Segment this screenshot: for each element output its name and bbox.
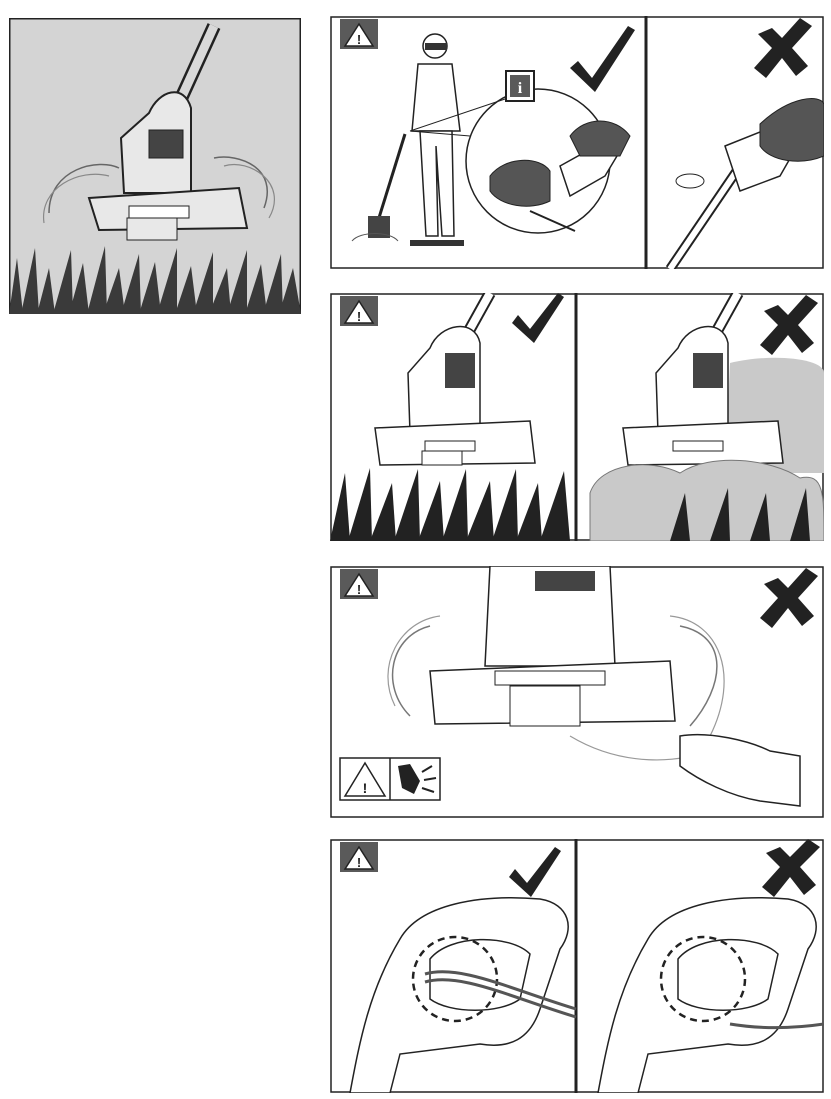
cutting-height-drawing: ! <box>330 293 824 541</box>
panel-rotating-line-hazard: ! ! <box>330 566 824 818</box>
warning-icon-2: ! <box>340 296 378 326</box>
warning-icon-3: ! <box>340 569 378 599</box>
cross-icon-1 <box>754 18 812 78</box>
cover-illustration <box>9 18 301 314</box>
checkmark-icon-1 <box>570 26 635 92</box>
warning-icon-1: ! <box>340 19 378 49</box>
rotating-line-drawing: ! ! <box>330 566 824 818</box>
warning-glyph: ! <box>363 780 368 796</box>
cross-icon-4 <box>762 839 820 897</box>
panel-operating-position: ! i <box>330 16 824 269</box>
panel-cable-retention: ! <box>330 839 824 1093</box>
warning-icon-4: ! <box>340 842 378 872</box>
checkmark-icon-2 <box>512 293 564 343</box>
hand-cut-hazard-icon <box>393 761 437 797</box>
checkmark-icon-4 <box>509 847 561 897</box>
svg-text:!: ! <box>357 855 361 870</box>
svg-text:!: ! <box>357 32 361 47</box>
operating-position-drawing: ! i <box>330 16 824 269</box>
panel-cutting-height: ! <box>330 293 824 541</box>
trimmer-cover-drawing <box>9 18 301 314</box>
cross-icon-2 <box>760 295 818 355</box>
svg-text:!: ! <box>357 309 361 324</box>
info-icon: i <box>518 80 523 97</box>
svg-text:!: ! <box>357 582 361 597</box>
cross-icon-3 <box>760 568 818 628</box>
cable-retention-drawing: ! <box>330 839 824 1093</box>
